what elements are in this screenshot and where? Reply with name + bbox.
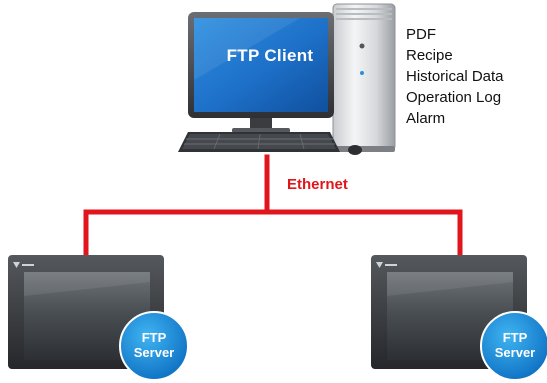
file-type-item: Historical Data (406, 68, 504, 85)
server-label-line1: FTP (141, 330, 167, 345)
file-type-item: Recipe (406, 47, 453, 64)
ftp-server-badge-right (480, 311, 547, 381)
ftp-server-label-left: FTP Server (124, 330, 184, 360)
pc-monitor (188, 12, 334, 133)
server-label-line2: Server (133, 345, 175, 360)
server-label-line1: FTP (502, 330, 528, 345)
file-type-item: Operation Log (406, 89, 502, 106)
ftp-client-label: FTP Client (226, 46, 314, 65)
pc-keyboard (178, 132, 340, 152)
pc-mouse (348, 145, 362, 155)
file-type-item: Alarm (406, 110, 446, 127)
server-label-line2: Server (494, 345, 536, 360)
file-type-item: PDF (406, 26, 436, 43)
hmi-panel-right (371, 255, 527, 369)
ftp-server-label-right: FTP Server (485, 330, 545, 360)
ethernet-label: Ethernet (287, 176, 348, 193)
ftp-server-badge-left (119, 311, 189, 381)
ethernet-lines (83, 154, 463, 261)
pc-tower (332, 3, 396, 152)
file-type-list: PDF Recipe Historical Data Operation Log… (406, 24, 504, 129)
